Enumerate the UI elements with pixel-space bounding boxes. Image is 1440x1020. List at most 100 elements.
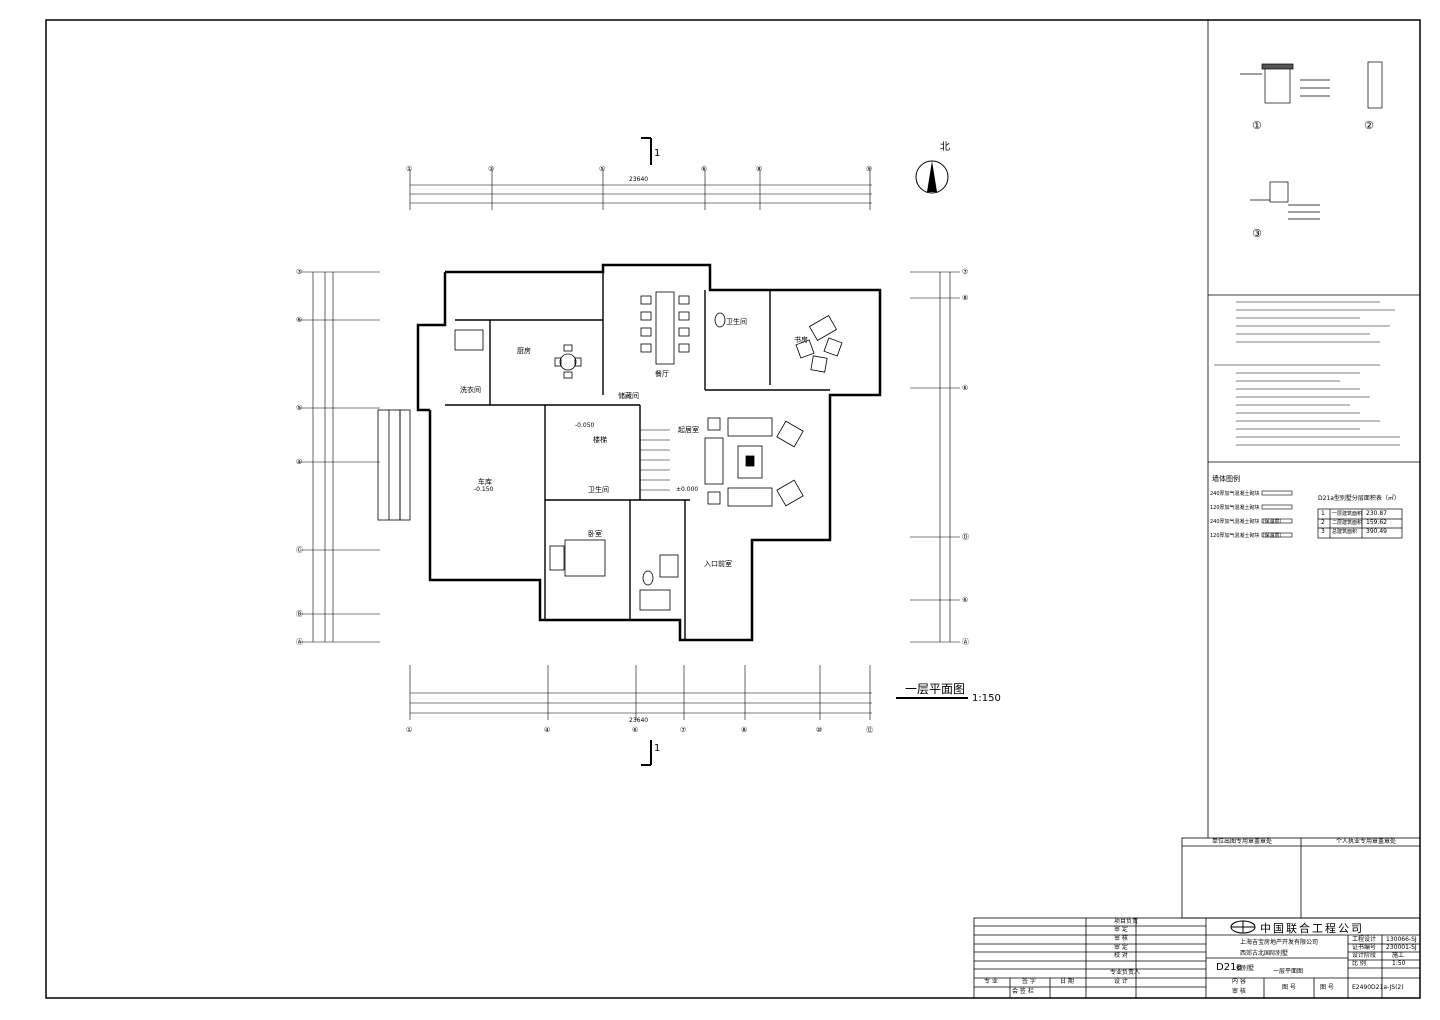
room-label-kitchen: 厨房: [517, 347, 531, 355]
grid-top-label: ①: [406, 165, 413, 173]
right-dimension-lines: [910, 271, 960, 643]
grid-left-label: Ⓒ: [296, 546, 303, 554]
grid-left-label: Ⓑ: [296, 610, 303, 618]
stair-treads: [640, 429, 670, 491]
tb-right-label: 工程设计: [1352, 936, 1377, 943]
tb-role: 审 核: [1114, 935, 1128, 942]
tb-role: 专业负责人: [1110, 969, 1141, 976]
area-row-no: 2: [1321, 519, 1325, 526]
room-label-entry: 入口前室: [704, 560, 732, 568]
grid-top-label: ⑨: [866, 165, 873, 173]
tb-bottom-label: 日 期: [1060, 978, 1074, 985]
tb-right-label: 设计阶段: [1352, 952, 1377, 959]
room-label-stair: 楼梯: [593, 436, 607, 444]
grid-right-label: ⑧: [962, 294, 969, 302]
detail-sketch-1: [1240, 61, 1383, 109]
level-zero: ±0.000: [676, 486, 699, 493]
grid-bottom-label: ①: [406, 726, 413, 734]
grid-right-label: ⑥: [962, 384, 969, 392]
sheet-name: 一层平面图: [1273, 968, 1304, 975]
tb-bottom-label: 专 业: [984, 978, 998, 985]
area-table-frame: [1317, 508, 1403, 539]
exterior-walls: [416, 263, 882, 642]
level-negative: -0.050: [575, 422, 595, 429]
room-label-living: 起居室: [678, 426, 699, 434]
room-label-bath: 卫生间: [588, 486, 609, 494]
bath-fixtures: [454, 312, 726, 611]
company-logo-icon: [1230, 920, 1256, 934]
section-label-bottom: 1: [654, 743, 661, 754]
grid-bottom-label: ⑥: [632, 726, 639, 734]
interior-walls: [445, 272, 830, 640]
breakfast-table: [554, 344, 582, 379]
grid-bottom-label: ⑩: [816, 726, 823, 734]
tb-right-label: 证书编号: [1352, 944, 1377, 951]
north-label: 北: [940, 142, 950, 153]
section-mark-top: [641, 137, 652, 165]
grid-top-label: ⑧: [756, 165, 763, 173]
detail-mark-2: ②: [1364, 119, 1374, 132]
tb-role: 项目负责: [1114, 918, 1139, 925]
room-label-storage: 储藏间: [618, 392, 639, 400]
tb-bottom-label: 审 核: [1232, 988, 1246, 995]
detail-mark-3: ③: [1252, 227, 1262, 240]
sheet-border: [45, 19, 1421, 999]
legend-swatches: [1261, 490, 1293, 538]
area-row-value: 159.62: [1366, 519, 1387, 526]
grid-left-label: ⑥: [296, 316, 303, 324]
grid-left-label: ④: [296, 458, 303, 466]
tb-bottom-label: 内 容: [1232, 978, 1246, 985]
tb-role: 审 定: [1114, 944, 1128, 951]
room-label-study: 书房: [794, 336, 808, 344]
legend-item: 240厚加气混凝土砌块: [1210, 491, 1260, 497]
grid-bottom-label: ⑦: [680, 726, 687, 734]
client-name: 上海吉宝房地产开发有限公司: [1240, 939, 1319, 946]
grid-left-label: ⑦: [296, 268, 303, 276]
legend-title: 墙体图例: [1212, 475, 1240, 483]
area-row-no: 1: [1321, 510, 1325, 517]
area-table-title: D21a型别墅分层面积表（㎡）: [1318, 495, 1400, 502]
legend-item: 120厚加气混凝土砌块: [1210, 505, 1260, 511]
area-row-no: 3: [1321, 528, 1325, 535]
grid-right-label: ⑦: [962, 268, 969, 276]
tb-bottom-label: 会 签 栏: [1012, 988, 1034, 995]
tb-drawing-number: E2490D21a-JS(2): [1352, 984, 1404, 991]
legend-item: 120厚加气混凝土砌块（保温层）: [1210, 533, 1285, 539]
grid-right-label: Ⓓ: [962, 533, 969, 541]
grid-bottom-label: ④: [544, 726, 551, 734]
tb-bottom-label: 签 字: [1022, 978, 1036, 985]
section-label-top: 1: [654, 148, 661, 159]
grid-top-label: ⑤: [599, 165, 606, 173]
grid-top-label: ③: [488, 165, 495, 173]
top-dimension-lines: [409, 170, 872, 210]
left-dimension-lines: [300, 271, 380, 643]
dining-table: [640, 291, 690, 365]
bedroom-bed: [549, 539, 606, 577]
tb-right-value: 1:50: [1392, 960, 1406, 967]
garage-windows: [377, 409, 411, 521]
area-row-value: 390.49: [1366, 528, 1387, 535]
area-row-name: 一层建筑面积: [1332, 511, 1363, 517]
study-furniture: [795, 315, 843, 373]
area-row-name: 总建筑面积: [1332, 529, 1358, 535]
grid-bottom-label: ⑫: [866, 726, 873, 734]
bottom-dimension-lines: [409, 665, 872, 720]
grid-left-label: Ⓐ: [296, 638, 303, 646]
tb-right-label: 图 号: [1320, 984, 1334, 991]
tb-right-value: 130066-SJ: [1386, 936, 1417, 943]
total-dimension-bottom: 23640: [629, 717, 649, 724]
area-row-value: 230.87: [1366, 510, 1387, 517]
tb-role: 校 对: [1114, 952, 1128, 959]
tb-right-value: 230001-SJ: [1386, 944, 1417, 951]
detail-sketch-2: [1250, 181, 1320, 220]
company-name: 中国联合工程公司: [1260, 922, 1364, 935]
living-sofa-set: [704, 417, 804, 507]
section-mark-bottom: [641, 740, 652, 766]
total-dimension-top: 23640: [629, 176, 649, 183]
house-type-suffix: 型别墅: [1236, 965, 1255, 972]
stamp-label-person: 个人执业专用章盖章处: [1336, 838, 1397, 845]
drawing-scale: 1:150: [972, 693, 1001, 704]
grid-right-label: Ⓐ: [962, 638, 969, 646]
tb-role: 审 定: [1114, 926, 1128, 933]
room-label-laundry: 洗衣间: [460, 386, 481, 394]
